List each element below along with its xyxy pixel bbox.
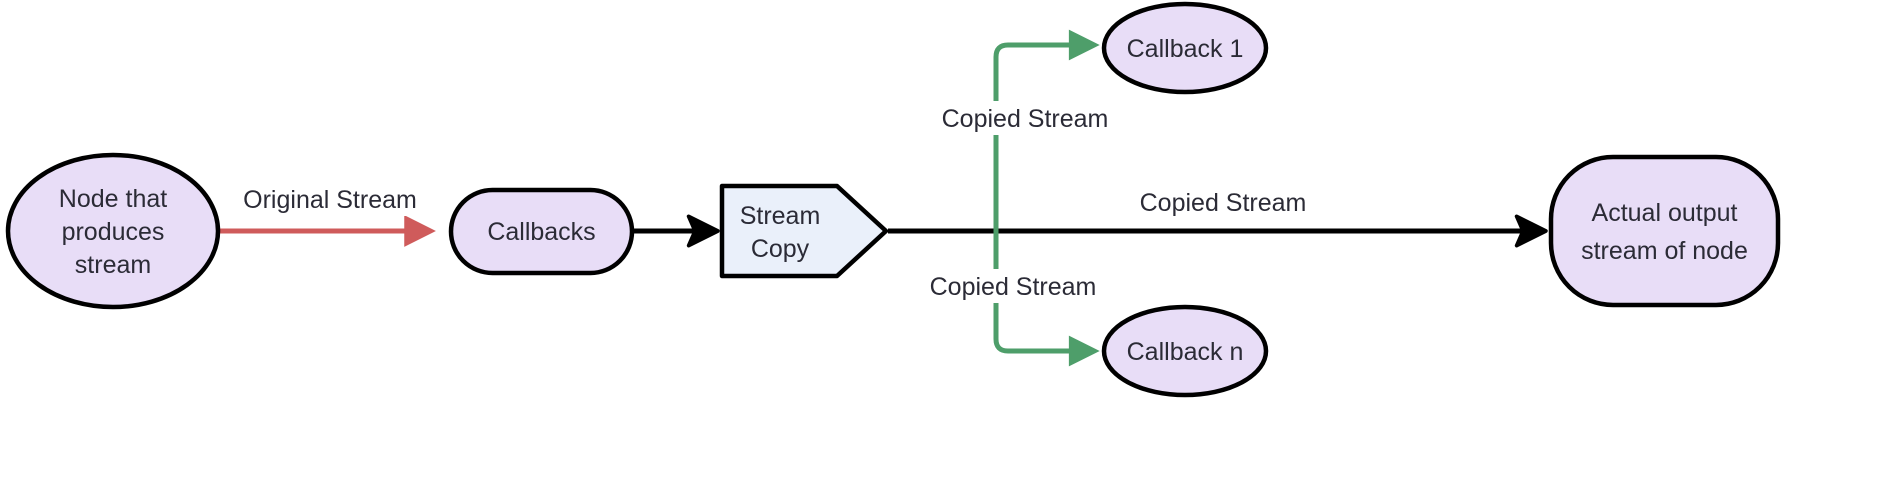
node-callback-n[interactable]: Callback n (1101, 304, 1269, 398)
node-producer[interactable]: Node that produces stream (5, 152, 221, 310)
edge-streamcopy-callback1-path (993, 29, 1100, 231)
node-stream-copy-shape[interactable] (719, 183, 889, 279)
edge-streamcopy-callbackn (993, 231, 1100, 367)
edge-label-copied-stream-top-text: Copied Stream (942, 105, 1109, 133)
edge-label-copied-stream-bottom-bg (928, 269, 1098, 303)
node-producer-shape[interactable] (5, 152, 221, 310)
edge-label-original-stream-bg (240, 182, 420, 216)
node-producer-label-line1: Node that (59, 185, 167, 213)
node-stream-copy[interactable]: Stream Copy (719, 183, 889, 279)
edge-label-copied-stream-top: Copied Stream (940, 101, 1110, 135)
edge-label-copied-stream-main: Copied Stream (1138, 185, 1308, 219)
node-callback-1-label: Callback 1 (1127, 35, 1244, 63)
edge-label-copied-stream-main-text: Copied Stream (1140, 189, 1307, 217)
node-callbacks[interactable]: Callbacks (448, 187, 635, 276)
node-producer-label-line2: produces (62, 218, 165, 246)
edge-label-copied-stream-bottom-text: Copied Stream (930, 273, 1097, 301)
node-actual-output-label-line2: stream of node (1581, 237, 1748, 265)
node-callbacks-label: Callbacks (487, 218, 595, 246)
node-callback-1[interactable]: Callback 1 (1101, 1, 1269, 95)
edge-streamcopy-callback1 (993, 29, 1100, 231)
node-producer-label-line3: stream (75, 251, 151, 279)
node-stream-copy-label-line1: Stream (740, 202, 821, 230)
node-actual-output-shape[interactable] (1548, 154, 1781, 308)
node-callback-n-shape[interactable] (1101, 304, 1269, 398)
edge-label-copied-stream-main-bg (1138, 185, 1308, 219)
node-callbacks-shape[interactable] (448, 187, 635, 276)
edge-label-original-stream: Original Stream (240, 182, 420, 216)
edge-label-original-stream-text: Original Stream (243, 186, 417, 214)
edge-label-copied-stream-top-bg (940, 101, 1110, 135)
edge-streamcopy-callbackn-path (993, 231, 1100, 367)
node-stream-copy-label-line2: Copy (751, 235, 810, 263)
node-callback-1-shape[interactable] (1101, 1, 1269, 95)
node-callback-n-label: Callback n (1127, 338, 1244, 366)
node-actual-output-label-line1: Actual output (1592, 199, 1738, 227)
node-actual-output[interactable]: Actual output stream of node (1548, 154, 1781, 308)
edge-label-copied-stream-bottom: Copied Stream (928, 269, 1098, 303)
